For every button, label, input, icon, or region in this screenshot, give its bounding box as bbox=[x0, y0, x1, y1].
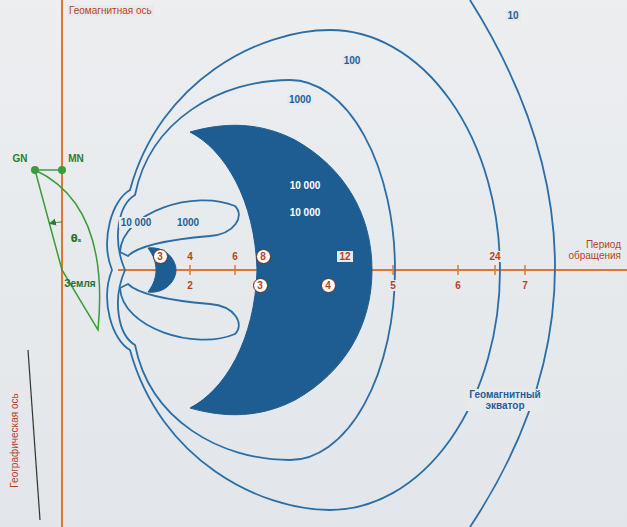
magnetic-pole-dot bbox=[58, 166, 66, 174]
contour-value: 1000 bbox=[175, 217, 201, 228]
axis-title: Период обращения bbox=[557, 239, 623, 261]
pole-label: MN bbox=[66, 153, 86, 164]
contour-value: 10 000 bbox=[288, 180, 323, 191]
period-value: 24 bbox=[487, 251, 502, 262]
contour-value: 1000 bbox=[287, 94, 313, 105]
pole-link bbox=[35, 169, 62, 171]
radius-value: 2 bbox=[185, 280, 195, 291]
outer-belt bbox=[190, 125, 372, 414]
geomagnetic-axis bbox=[61, 0, 63, 527]
inner-belt bbox=[148, 248, 176, 292]
contour-value: 100 bbox=[342, 55, 363, 66]
contour-value: 10 bbox=[505, 10, 520, 21]
radius-value: 7 bbox=[520, 280, 530, 291]
angle-arc bbox=[50, 222, 62, 224]
contour-1000 bbox=[118, 80, 395, 460]
radius-value: 6 bbox=[453, 280, 463, 291]
earth-label: Земля bbox=[62, 278, 97, 289]
angle-label: θₛ bbox=[69, 233, 84, 244]
contour-10 bbox=[470, 0, 555, 527]
period-value: 6 bbox=[230, 251, 240, 262]
axis-title: Геомагнитная ось bbox=[67, 5, 154, 16]
contour-value: 10 000 bbox=[288, 207, 323, 218]
pole-label: GN bbox=[11, 153, 30, 164]
inner-contour-bottom bbox=[120, 284, 239, 340]
earth-sector bbox=[35, 170, 100, 330]
contour-100 bbox=[107, 30, 500, 510]
equator-label: Геомагнитный экватор bbox=[465, 389, 545, 411]
period-value: 4 bbox=[185, 251, 195, 262]
contour-value: 10 000 bbox=[119, 217, 154, 228]
inner-contour-top bbox=[120, 200, 239, 256]
period-value: 8 bbox=[256, 249, 271, 264]
radius-value: 4 bbox=[321, 278, 336, 293]
period-value: 3 bbox=[153, 249, 168, 264]
period-value: 12 bbox=[337, 251, 352, 262]
geographic-pole-dot bbox=[31, 166, 39, 174]
radius-value: 3 bbox=[253, 278, 268, 293]
radius-value: 5 bbox=[388, 280, 398, 291]
geographic-axis bbox=[28, 350, 40, 520]
axis-title: Географическая ось bbox=[9, 391, 20, 489]
